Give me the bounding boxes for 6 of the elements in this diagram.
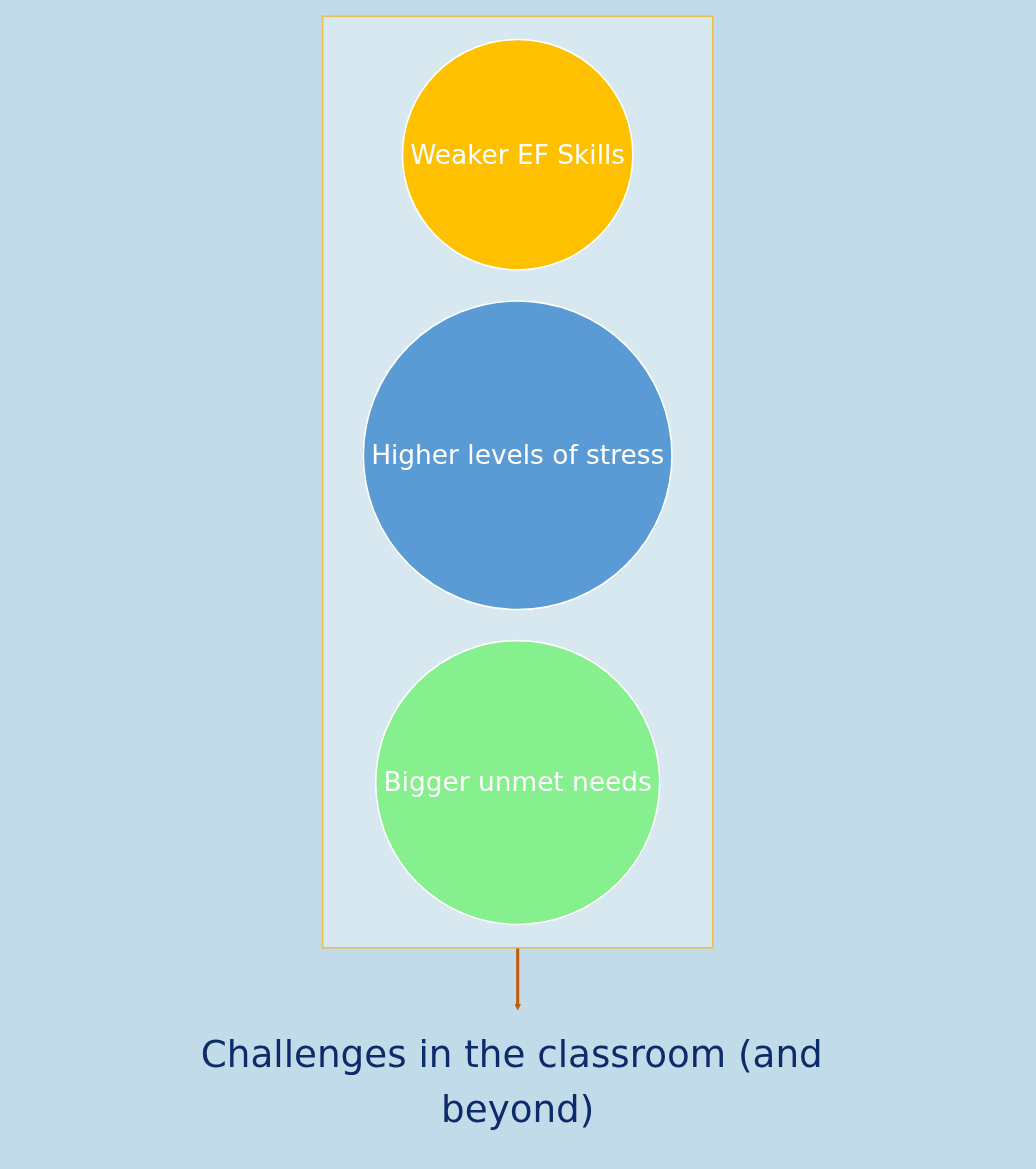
node-circle: Weaker EF Skills (402, 38, 634, 271)
node-circle: Bigger unmet needs (375, 639, 661, 926)
cluster (322, 15, 714, 949)
node-text: Challenges in the classroom (and beyond) (201, 1031, 823, 1132)
node-circle: Higher levels of stress (362, 300, 674, 611)
arrow (514, 947, 522, 1011)
